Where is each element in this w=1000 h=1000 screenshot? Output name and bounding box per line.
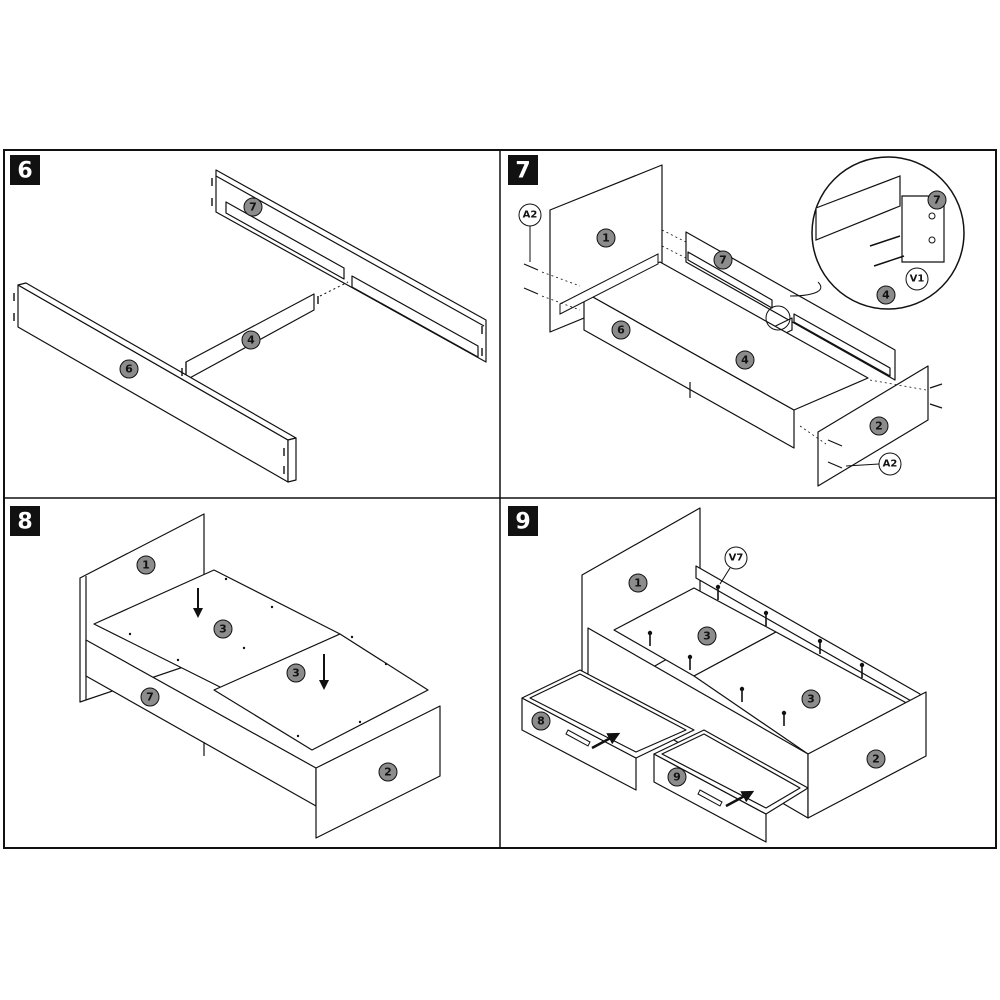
svg-text:6: 6	[125, 363, 133, 376]
detail-part-4: 4	[876, 285, 896, 305]
dowel-markers	[13, 178, 483, 474]
detail-screw-v1: V1	[905, 267, 929, 291]
part-label-6: 6	[119, 359, 139, 379]
svg-text:1: 1	[634, 577, 642, 590]
part-label-6: 6	[611, 320, 631, 340]
part-label-2: 2	[378, 762, 398, 782]
svg-text:1: 1	[142, 559, 150, 572]
part-label-3-left: 3	[213, 619, 233, 639]
insert-arrows	[193, 588, 329, 690]
step-badge	[508, 155, 538, 185]
step-9-panel: 9	[508, 506, 927, 843]
step-7-panel: 7	[508, 155, 965, 487]
step-number: 9	[515, 510, 530, 535]
part-label-3-right: 3	[286, 663, 306, 683]
detail-callout: 7 V1 4	[765, 156, 965, 331]
svg-text:V1: V1	[910, 274, 925, 285]
panel-6	[17, 284, 289, 483]
part-label-4: 4	[241, 330, 261, 350]
svg-text:6: 6	[617, 324, 625, 337]
svg-text:2: 2	[872, 753, 880, 766]
footboard-2	[807, 691, 927, 819]
slat-3-right	[213, 633, 429, 751]
svg-text:8: 8	[537, 715, 545, 728]
screw-label-v7: V7	[719, 546, 748, 585]
part-label-2: 2	[866, 749, 886, 769]
svg-text:1: 1	[602, 232, 610, 245]
hole-markers	[128, 577, 388, 738]
screw-heads	[647, 584, 865, 716]
step-badge	[508, 506, 538, 536]
screw-label-a2-top: A2	[518, 203, 542, 262]
detail-part-7: 7	[927, 190, 947, 210]
part-label-1: 1	[596, 228, 616, 248]
svg-text:4: 4	[882, 289, 890, 302]
svg-text:4: 4	[247, 334, 255, 347]
screws	[649, 588, 863, 726]
step-number: 7	[515, 159, 530, 184]
rail-7-groove-right	[351, 275, 479, 358]
drawer-handles	[565, 729, 723, 807]
panel-grid	[3, 149, 997, 849]
part-label-7: 7	[243, 197, 263, 217]
svg-text:7: 7	[933, 194, 941, 207]
part-label-1: 1	[628, 573, 648, 593]
part-label-7: 7	[713, 250, 733, 270]
svg-text:3: 3	[292, 667, 300, 680]
push-arrows	[591, 732, 755, 808]
svg-text:3: 3	[219, 623, 227, 636]
screw-markers	[523, 263, 943, 469]
svg-text:2: 2	[384, 766, 392, 779]
svg-text:3: 3	[703, 630, 711, 643]
part-label-8: 8	[531, 711, 551, 731]
step-6-panel: 6 7 4	[10, 155, 487, 483]
step-badge	[10, 155, 40, 185]
svg-text:A2: A2	[883, 459, 898, 470]
part-label-4: 4	[735, 350, 755, 370]
part-label-7: 7	[140, 687, 160, 707]
svg-text:4: 4	[741, 354, 749, 367]
part-label-3-right: 3	[801, 689, 821, 709]
part-label-3-left: 3	[697, 626, 717, 646]
rail-7-groove-left	[225, 201, 345, 280]
svg-text:7: 7	[249, 201, 257, 214]
svg-text:7: 7	[719, 254, 727, 267]
svg-text:7: 7	[146, 691, 154, 704]
part-label-1: 1	[136, 555, 156, 575]
step-number: 6	[17, 159, 32, 184]
step-number: 8	[17, 510, 32, 535]
screw-label-a2-bottom: A2	[845, 452, 902, 476]
step-8-panel: 8 1 3 3	[10, 506, 441, 839]
svg-text:9: 9	[673, 771, 681, 784]
svg-text:3: 3	[807, 693, 815, 706]
svg-text:A2: A2	[523, 210, 538, 221]
svg-text:2: 2	[875, 420, 883, 433]
svg-text:V7: V7	[729, 553, 744, 564]
part-label-2: 2	[869, 416, 889, 436]
part-label-9: 9	[667, 767, 687, 787]
step-badge	[10, 506, 40, 536]
footboard-2	[315, 705, 441, 839]
